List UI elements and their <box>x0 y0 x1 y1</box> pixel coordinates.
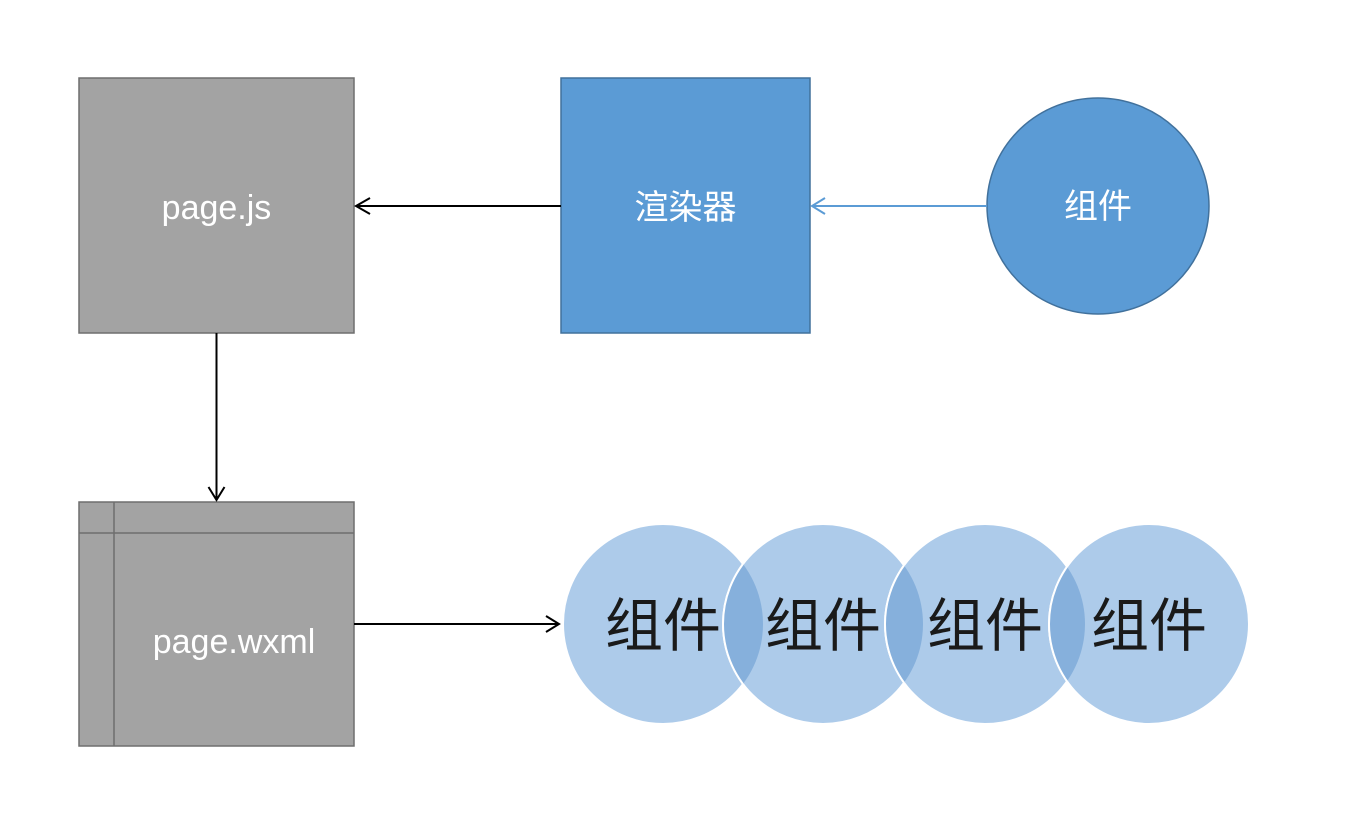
component-group-label-3: 组件 <box>927 592 1043 660</box>
page-wxml-node: page.wxml <box>78 501 355 747</box>
edge-page-js-to-page-wxml <box>207 333 226 502</box>
edge-component-to-renderer-arrowhead <box>810 197 826 215</box>
edge-renderer-to-page-js-arrowhead <box>353 197 371 215</box>
edge-page-wxml-to-components-arrowhead <box>545 615 561 633</box>
edge-renderer-to-page-js <box>353 197 561 215</box>
page-wxml-label: page.wxml <box>153 623 316 661</box>
component-group: 组件 组件 组件 组件 <box>562 523 1250 725</box>
edge-page-js-to-page-wxml-arrowhead <box>207 486 226 502</box>
page-js-node: page.js <box>78 77 355 334</box>
renderer-node: 渲染器 <box>560 77 811 334</box>
page-js-box <box>78 77 355 334</box>
component-group-overlap-3-edge <box>1048 524 1085 724</box>
component-group-label-1: 组件 <box>605 592 721 660</box>
component-group-overlap-2-edge <box>884 524 923 724</box>
renderer-label: 渲染器 <box>635 188 737 228</box>
page-wxml-box <box>78 501 355 747</box>
renderer-box <box>560 77 811 334</box>
component-node: 组件 <box>986 97 1210 315</box>
edge-component-to-renderer <box>810 197 987 215</box>
component-label: 组件 <box>1064 187 1132 227</box>
component-group-overlap-1-edge <box>722 524 763 724</box>
component-group-label-2: 组件 <box>765 592 881 660</box>
component-group-label-4: 组件 <box>1091 592 1207 660</box>
page-js-label: page.js <box>162 189 272 227</box>
edge-page-wxml-to-components <box>354 615 561 633</box>
